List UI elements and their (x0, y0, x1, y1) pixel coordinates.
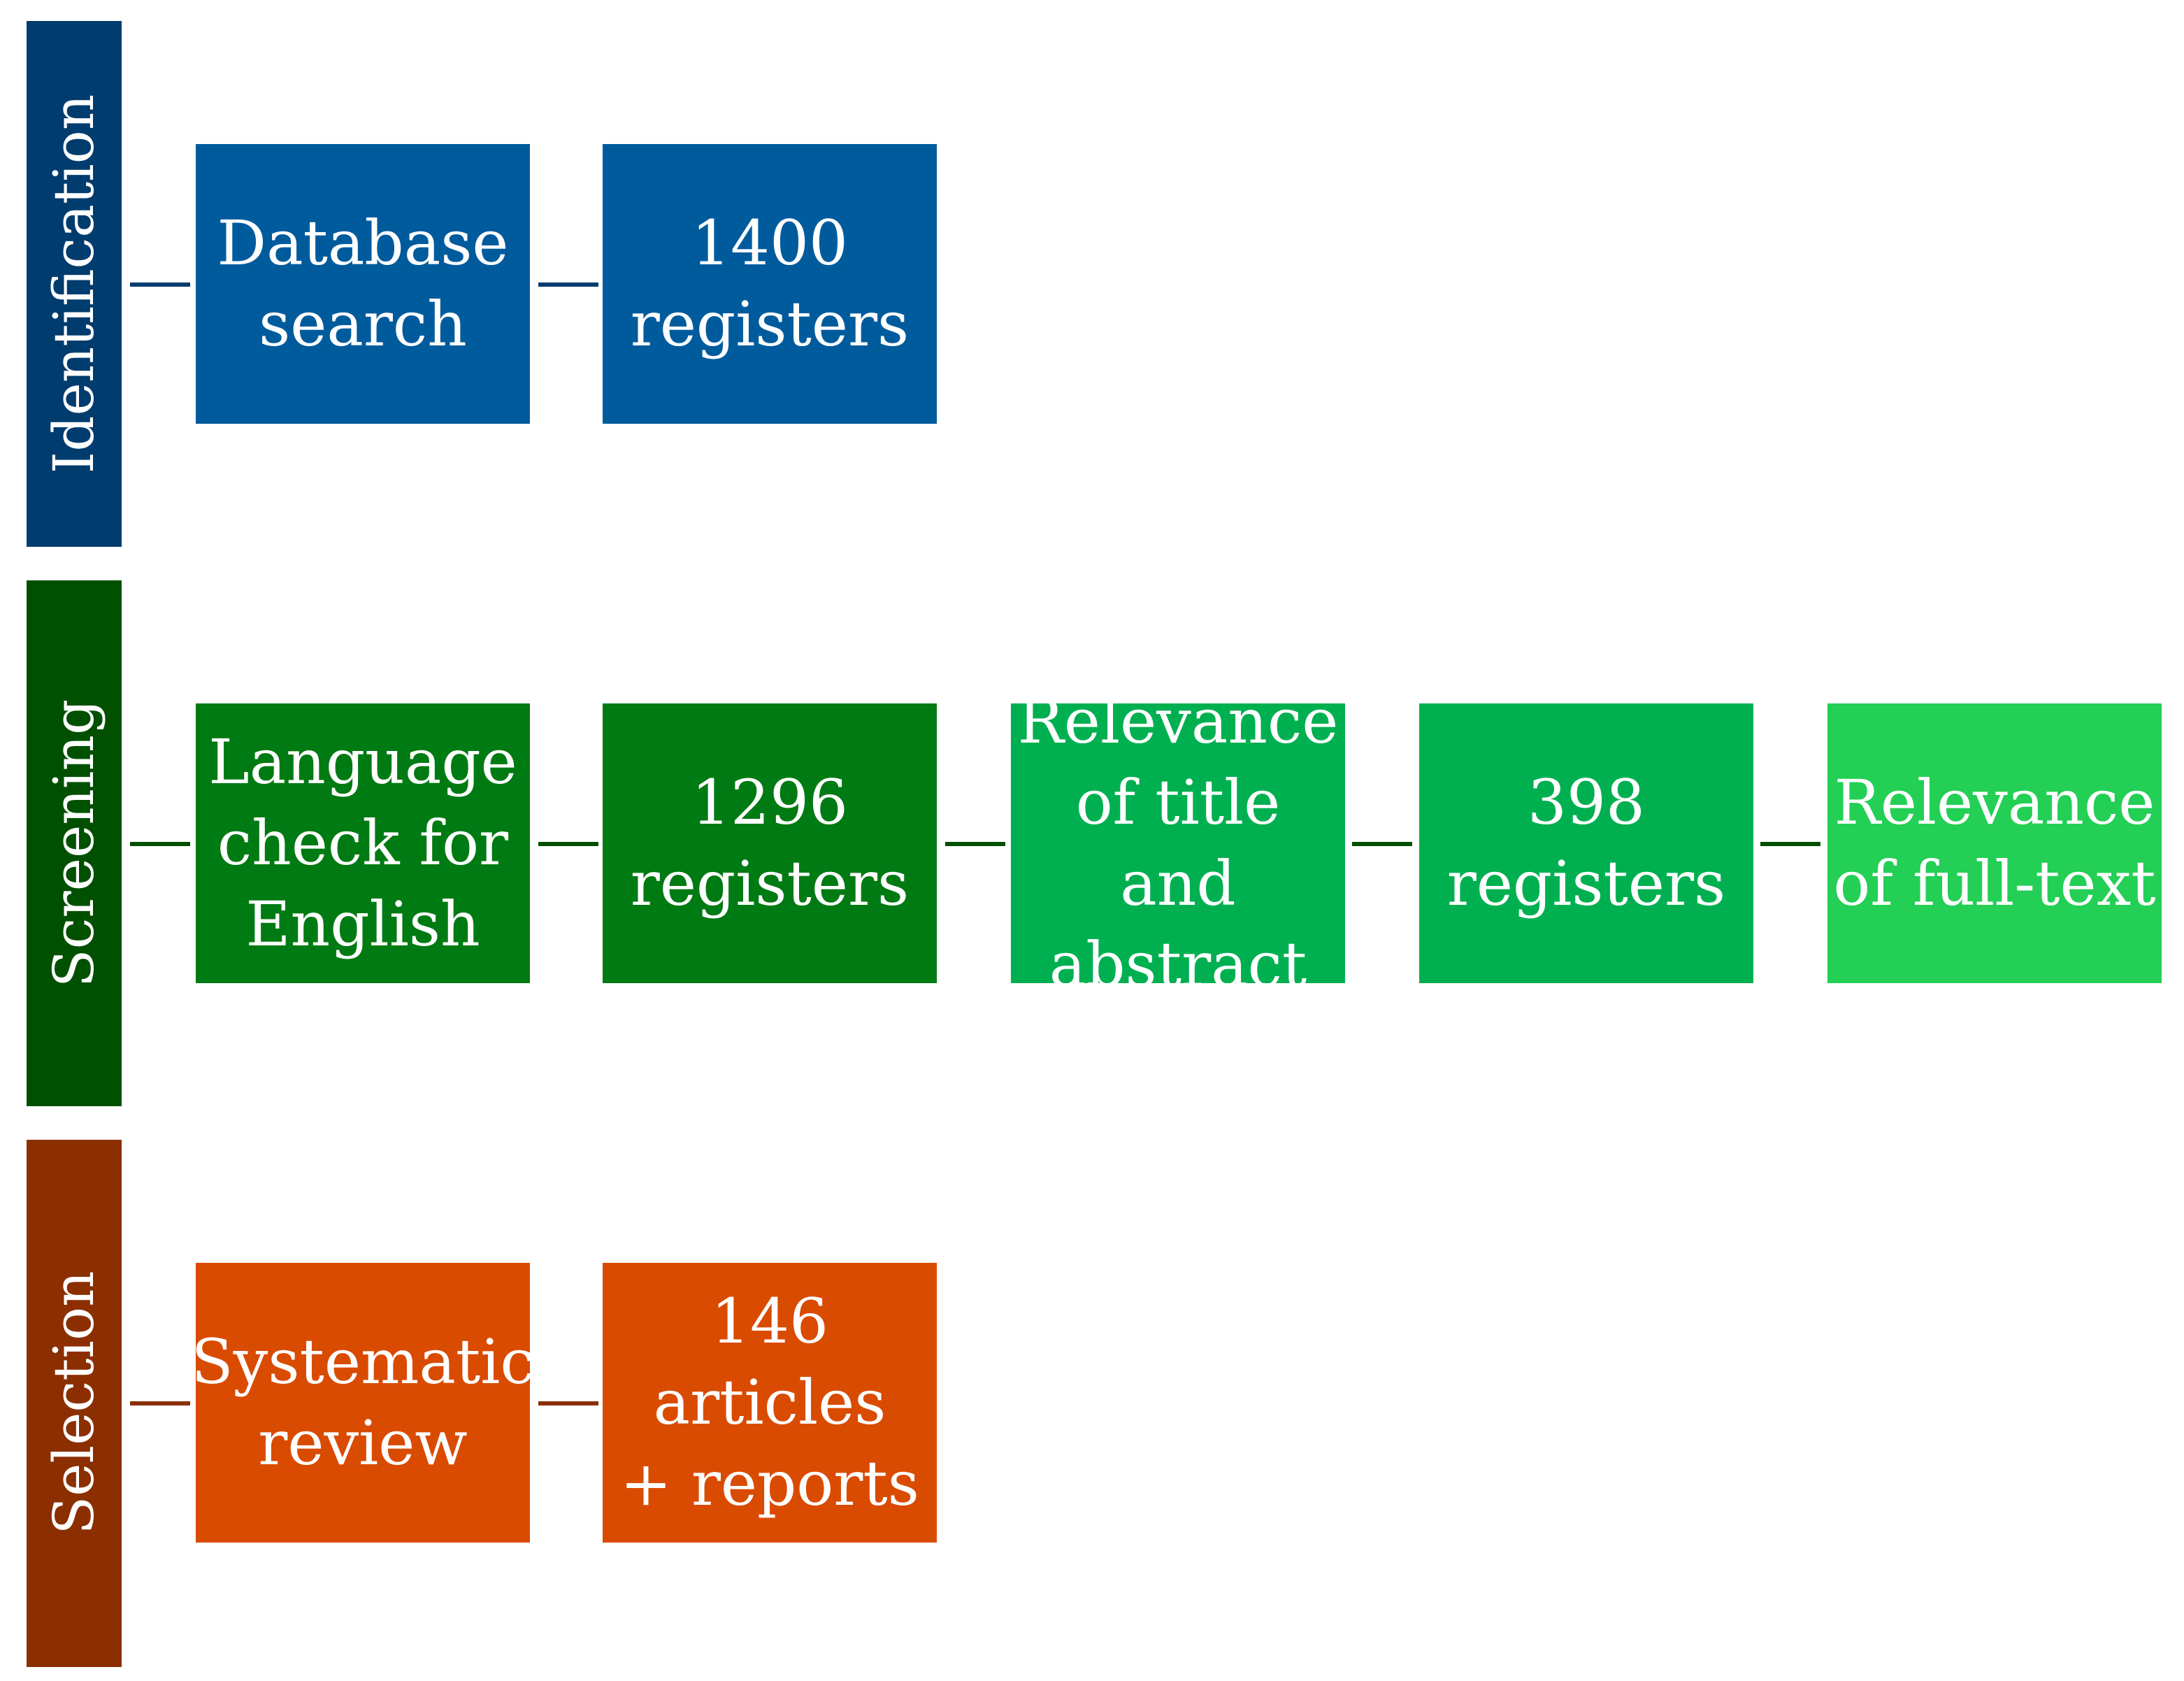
connector (1352, 842, 1412, 846)
phase-bar-selection (27, 1140, 122, 1667)
flow-box-systematic-review: Systematic review (191, 1263, 535, 1543)
phase-label-selection: Selection (41, 1271, 106, 1535)
flow-box-1296-registers: 1296 registers (603, 703, 937, 983)
flow-box-language-check: Language check for English (196, 703, 530, 983)
flow-box-relevance-full-text: Relevance of full-text (1827, 703, 2162, 983)
flow-box-relevance-title-abstract: Relevance of title and abstract (1011, 685, 1345, 1001)
flow-box-398-registers: 398 registers (1419, 703, 1753, 983)
connector (130, 282, 190, 287)
connector (538, 282, 598, 287)
connector (130, 842, 190, 846)
connector (538, 842, 598, 846)
phase-bar-screening (27, 580, 122, 1106)
connector (538, 1401, 598, 1405)
flow-box-database-search: Database search (196, 144, 530, 424)
phase-label-screening: Screening (41, 699, 106, 988)
phase-bar-identification (27, 21, 122, 547)
connector (945, 842, 1005, 846)
connector (130, 1401, 190, 1405)
phase-label-identification: Identification (41, 94, 106, 474)
flow-box-1400-registers: 1400 registers (603, 144, 937, 424)
connector (1760, 842, 1820, 846)
flow-box-146-articles-reports: 146 articles + reports (603, 1263, 937, 1543)
